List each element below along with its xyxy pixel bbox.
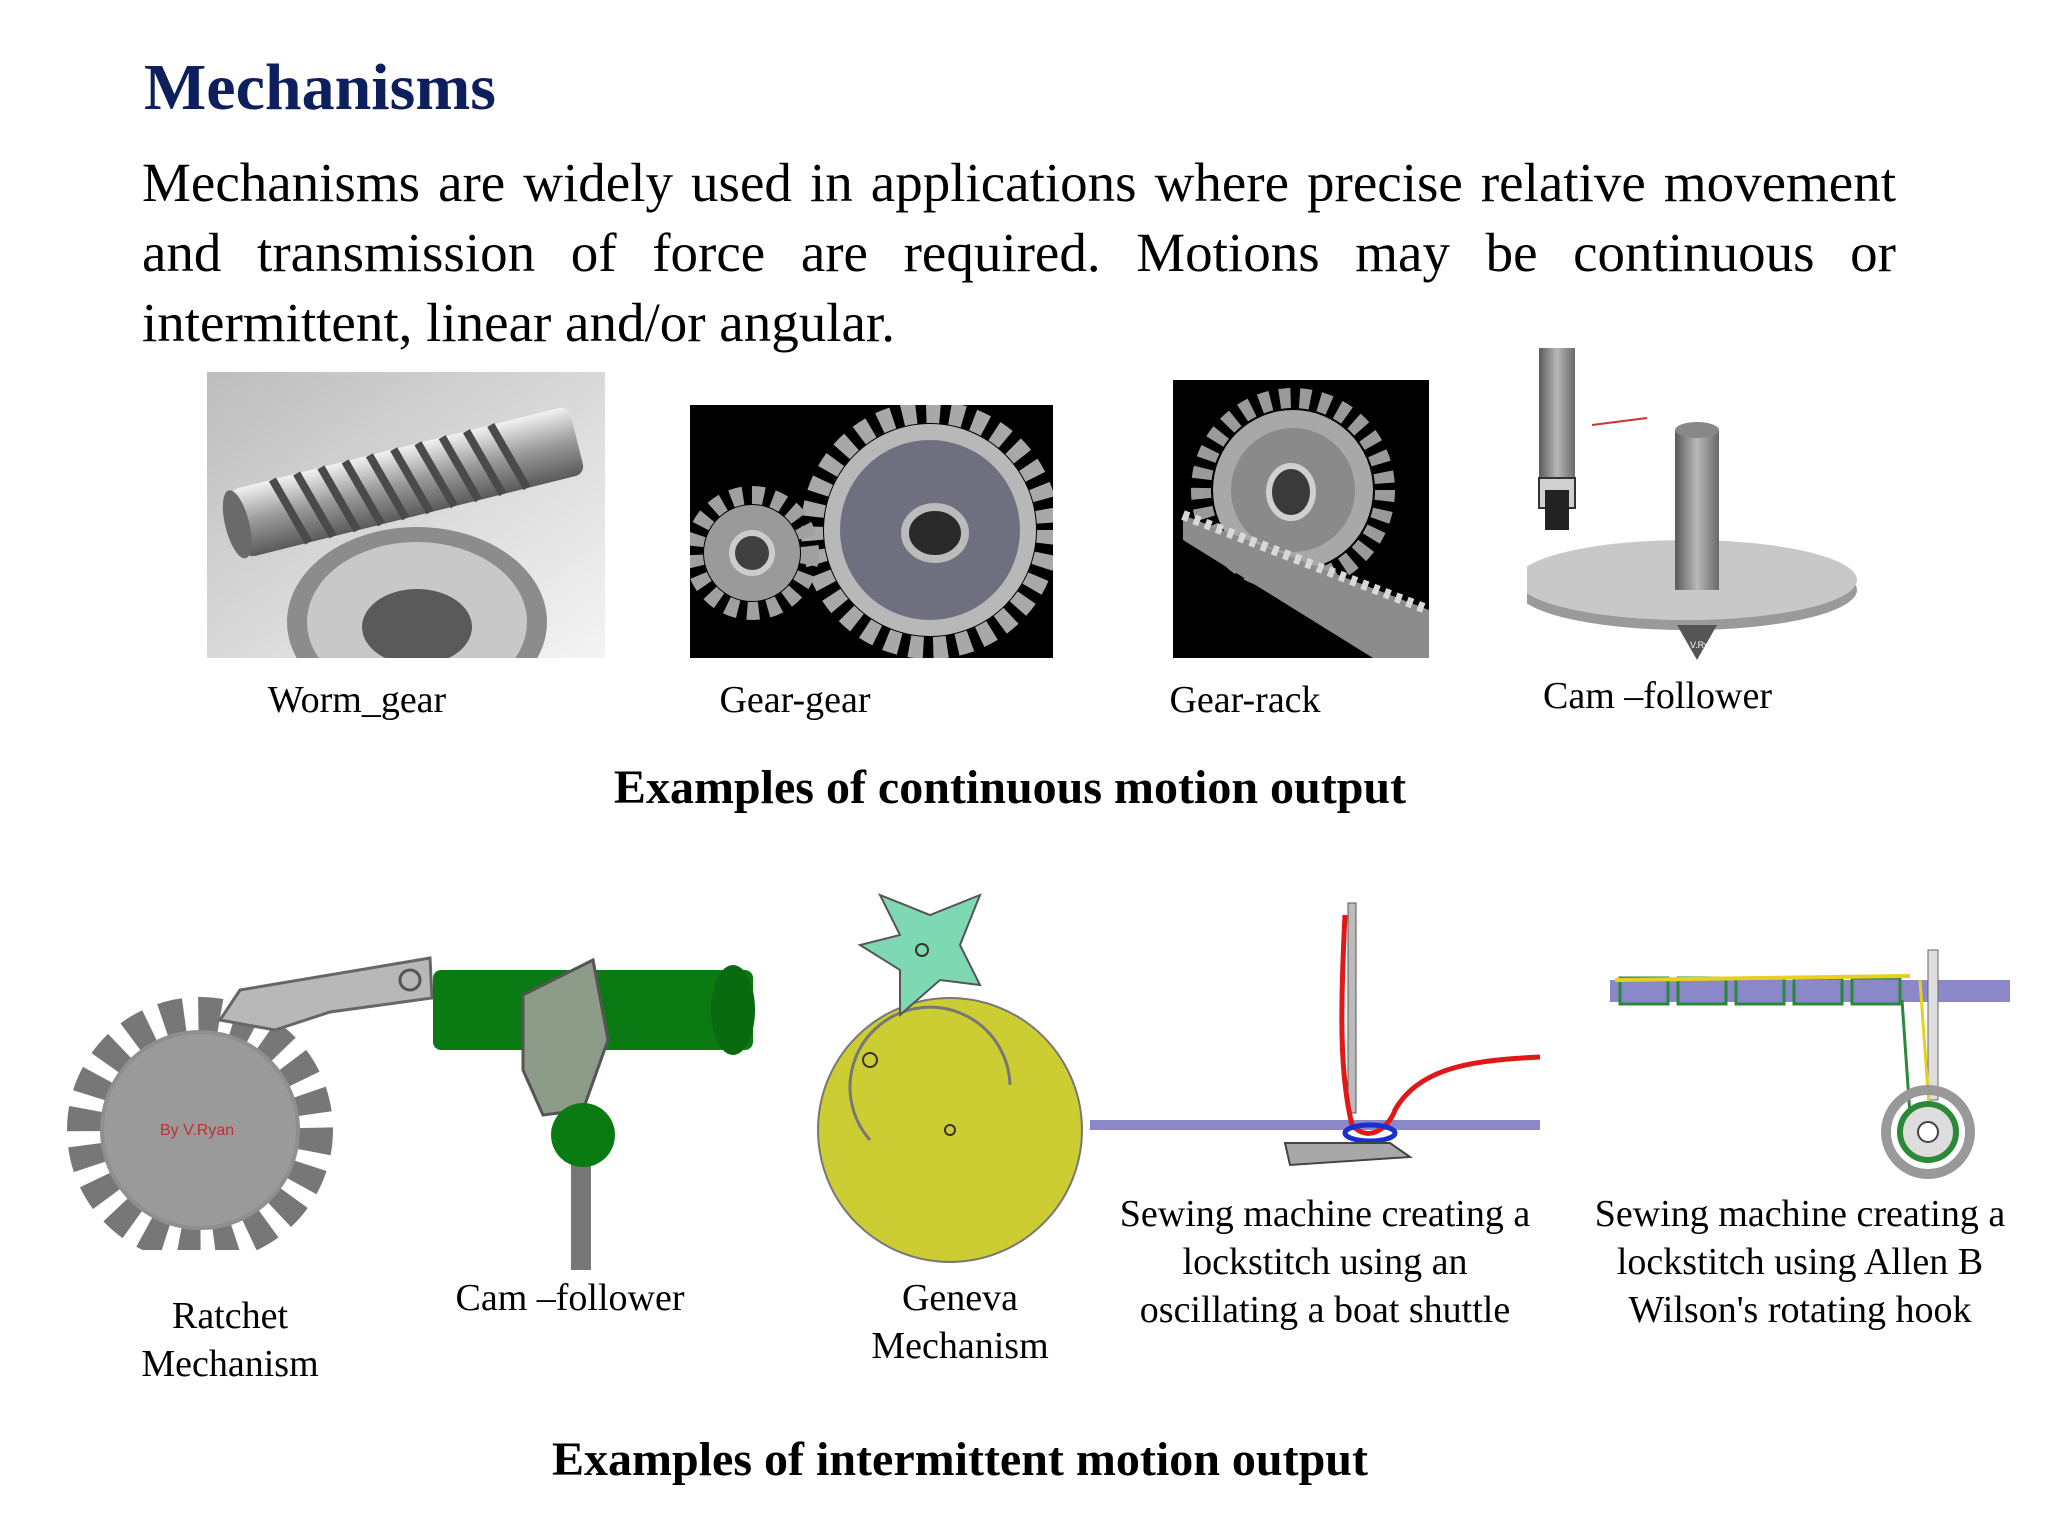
sewing-rotating-hook-image: [1610, 940, 2020, 1200]
sewing-boat-shuttle-image: [1090, 895, 1540, 1185]
caption-ratchet-line2: Mechanism: [141, 1343, 319, 1385]
caption-sewing-boat-line1: Sewing machine creating a: [1119, 1193, 1531, 1235]
continuous-motion-heading: Examples of continuous motion output: [613, 761, 1407, 814]
caption-geneva: Geneva Mechanism: [860, 1274, 1060, 1370]
gear-rack-image: [1173, 380, 1429, 658]
caption-ratchet: Ratchet Mechanism: [120, 1292, 340, 1388]
caption-sewing-boat-line2: lockstitch using an: [1182, 1241, 1468, 1283]
geneva-image: [810, 885, 1090, 1265]
worm-gear-image: [207, 372, 605, 658]
caption-sewing-hook-line2: lockstitch using Allen B: [1616, 1241, 1984, 1283]
caption-worm-gear: Worm_gear: [267, 679, 447, 721]
caption-sewing-boat-line3: oscillating a boat shuttle: [1139, 1289, 1511, 1331]
cam-follower-intermittent-image: [433, 950, 773, 1270]
caption-sewing-hook-line1: Sewing machine creating a: [1594, 1193, 2006, 1235]
ratchet-image: By V.Ryan: [60, 950, 440, 1250]
caption-sewing-boat-shuttle: Sewing machine creating a lockstitch usi…: [1105, 1190, 1545, 1334]
caption-geneva-line2: Mechanism: [871, 1325, 1049, 1367]
page-title: Mechanisms: [144, 51, 496, 124]
intro-paragraph: Mechanisms are widely used in applicatio…: [142, 152, 1896, 353]
caption-ratchet-line1: Ratchet: [171, 1295, 289, 1337]
ratchet-watermark: By V.Ryan: [160, 1122, 234, 1139]
cam-follower-watermark: By V.Ryan: [1677, 640, 1719, 650]
caption-geneva-line1: Geneva: [901, 1277, 1019, 1319]
caption-cam-follower-intermittent: Cam –follower: [455, 1277, 685, 1319]
caption-cam-follower-continuous: Cam –follower: [1542, 675, 1772, 717]
cam-follower-continuous-image: By V.Ryan: [1527, 340, 1863, 670]
caption-sewing-rotating-hook: Sewing machine creating a lockstitch usi…: [1580, 1190, 2020, 1334]
caption-gear-gear: Gear-gear: [719, 679, 871, 721]
caption-gear-rack: Gear-rack: [1169, 679, 1321, 721]
gear-gear-image: [690, 405, 1053, 658]
caption-sewing-hook-line3: Wilson's rotating hook: [1628, 1289, 1972, 1331]
intermittent-motion-heading: Examples of intermittent motion output: [552, 1433, 1368, 1486]
